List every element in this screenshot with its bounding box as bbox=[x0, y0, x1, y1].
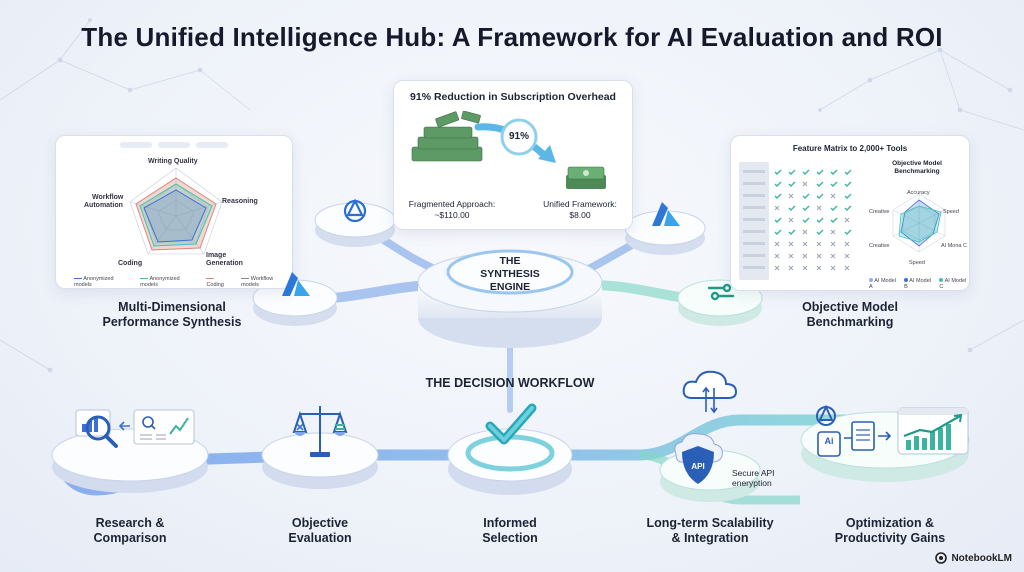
cloud-icon bbox=[682, 370, 738, 414]
page-title: The Unified Intelligence Hub: A Framewor… bbox=[81, 22, 943, 52]
fragmented-label: Fragmented Approach: bbox=[408, 199, 496, 209]
unified-label: Unified Framework: bbox=[543, 199, 617, 209]
benchmark-axis-speed: Speed bbox=[943, 209, 959, 215]
azure-icon bbox=[282, 272, 310, 296]
toggle-icon bbox=[707, 283, 735, 301]
reduction-card: 91% Reduction in Subscription Overhead 9… bbox=[393, 80, 633, 230]
legend-item: Anonymized models bbox=[140, 276, 180, 288]
axis-label-right: Reasoning bbox=[222, 198, 258, 205]
cash-stack-icon bbox=[566, 166, 606, 189]
step-research: Research &Comparison bbox=[93, 516, 167, 545]
benchmark-radar-chart bbox=[892, 193, 946, 253]
feature-matrix-grid bbox=[739, 162, 852, 280]
reduction-title: 91% Reduction in Subscription Overhead bbox=[410, 91, 616, 103]
reduction-arrow bbox=[474, 118, 556, 163]
notebooklm-brand: NotebookLM bbox=[935, 552, 1012, 564]
api-badge: API bbox=[691, 462, 705, 471]
optimization-icons bbox=[816, 404, 969, 457]
brand-label: NotebookLM bbox=[951, 552, 1012, 564]
benchmark-legend: AI Model A AI Model B AI Model C bbox=[869, 278, 969, 290]
synthesis-engine-platform bbox=[417, 248, 603, 348]
performance-radar-chart bbox=[129, 167, 223, 255]
ai-badge: Ai bbox=[824, 436, 834, 446]
cash-pile-icon bbox=[411, 111, 483, 162]
workflow-platforms bbox=[51, 411, 970, 502]
benchmark-axis-creative: Creative bbox=[869, 209, 890, 215]
legend-item: AI Model C bbox=[939, 278, 967, 290]
performance-radar-card: Writing Quality Reasoning Image Generati… bbox=[55, 135, 293, 289]
legend-item: AI Model B bbox=[904, 278, 932, 290]
axis-label-top: Writing Quality bbox=[148, 158, 198, 165]
reduction-percent: 91% bbox=[508, 131, 529, 142]
legend-item: Workflow models bbox=[241, 276, 274, 288]
benchmark-axis-aimona: AI Mona C bbox=[941, 243, 967, 249]
unified-value: $8.00 bbox=[569, 210, 591, 220]
axis-label-coding: Coding bbox=[118, 260, 143, 267]
step-optimization: Optimization &Productivity Gains bbox=[834, 516, 946, 545]
check-icon bbox=[485, 403, 537, 445]
workflow-heading: THE DECISION WORKFLOW bbox=[425, 376, 595, 390]
matrix-title: Feature Matrix to 2,000+ Tools bbox=[792, 144, 908, 153]
axis-label-automation: Automation bbox=[84, 202, 123, 209]
legend-item: Anonymized models bbox=[74, 276, 114, 288]
card-toolbar bbox=[120, 142, 228, 148]
axis-label-image: Image bbox=[206, 252, 227, 259]
benchmark-axis-accuracy: Accuracy bbox=[907, 190, 930, 196]
network-decoration bbox=[0, 18, 1024, 373]
legend-item: AI Model A bbox=[869, 278, 896, 290]
benchmark-axis-speed-bottom: Speed bbox=[909, 260, 925, 266]
notebooklm-logo-icon bbox=[935, 552, 948, 564]
fragmented-value: ~$110.00 bbox=[434, 210, 470, 220]
research-icons bbox=[75, 409, 195, 448]
radar-legend: Anonymized models Anonymized models Codi… bbox=[74, 276, 292, 288]
scales-icon bbox=[292, 406, 348, 457]
benchmark-axis-creative-2: Creative bbox=[869, 243, 890, 249]
api-shield-icon bbox=[674, 433, 723, 484]
axis-label-generation: Generation bbox=[206, 260, 243, 267]
openai-icon bbox=[343, 198, 367, 223]
axis-label-workflow: Workflow bbox=[92, 194, 124, 201]
step-scalability: Long-term Scalability& Integration bbox=[646, 516, 774, 545]
azure-icon bbox=[652, 202, 680, 226]
legend-item: Coding bbox=[206, 276, 233, 288]
feature-matrix-card: Feature Matrix to 2,000+ Tools Objective… bbox=[730, 135, 970, 291]
